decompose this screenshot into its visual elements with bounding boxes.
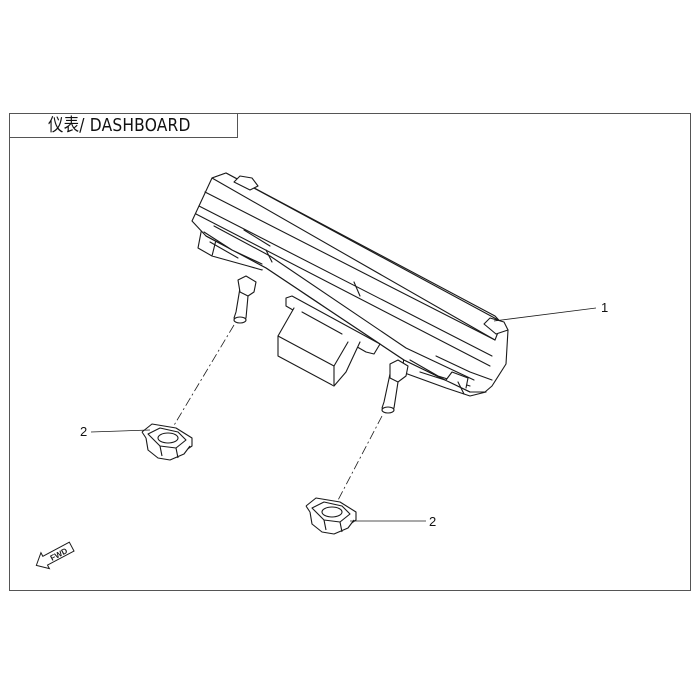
flange-nut-right	[305, 497, 357, 535]
leader-line-2-left	[90, 429, 151, 433]
title-box: 仪表/ DASHBOARD	[9, 113, 238, 138]
leader-lines	[90, 307, 597, 522]
dashboard-assembly	[191, 172, 509, 414]
drawing-frame	[9, 113, 691, 591]
callout-2-nut-right: 2	[429, 514, 437, 529]
page-title: 仪表/ DASHBOARD	[48, 115, 191, 136]
assembly-centerlines	[169, 324, 383, 505]
fwd-arrow-icon: FWD	[35, 541, 75, 570]
callout-1-dashboard: 1	[601, 300, 609, 315]
flange-nut-left	[141, 423, 193, 461]
leader-line-1	[493, 307, 597, 322]
callout-2-nut-left: 2	[80, 424, 88, 439]
